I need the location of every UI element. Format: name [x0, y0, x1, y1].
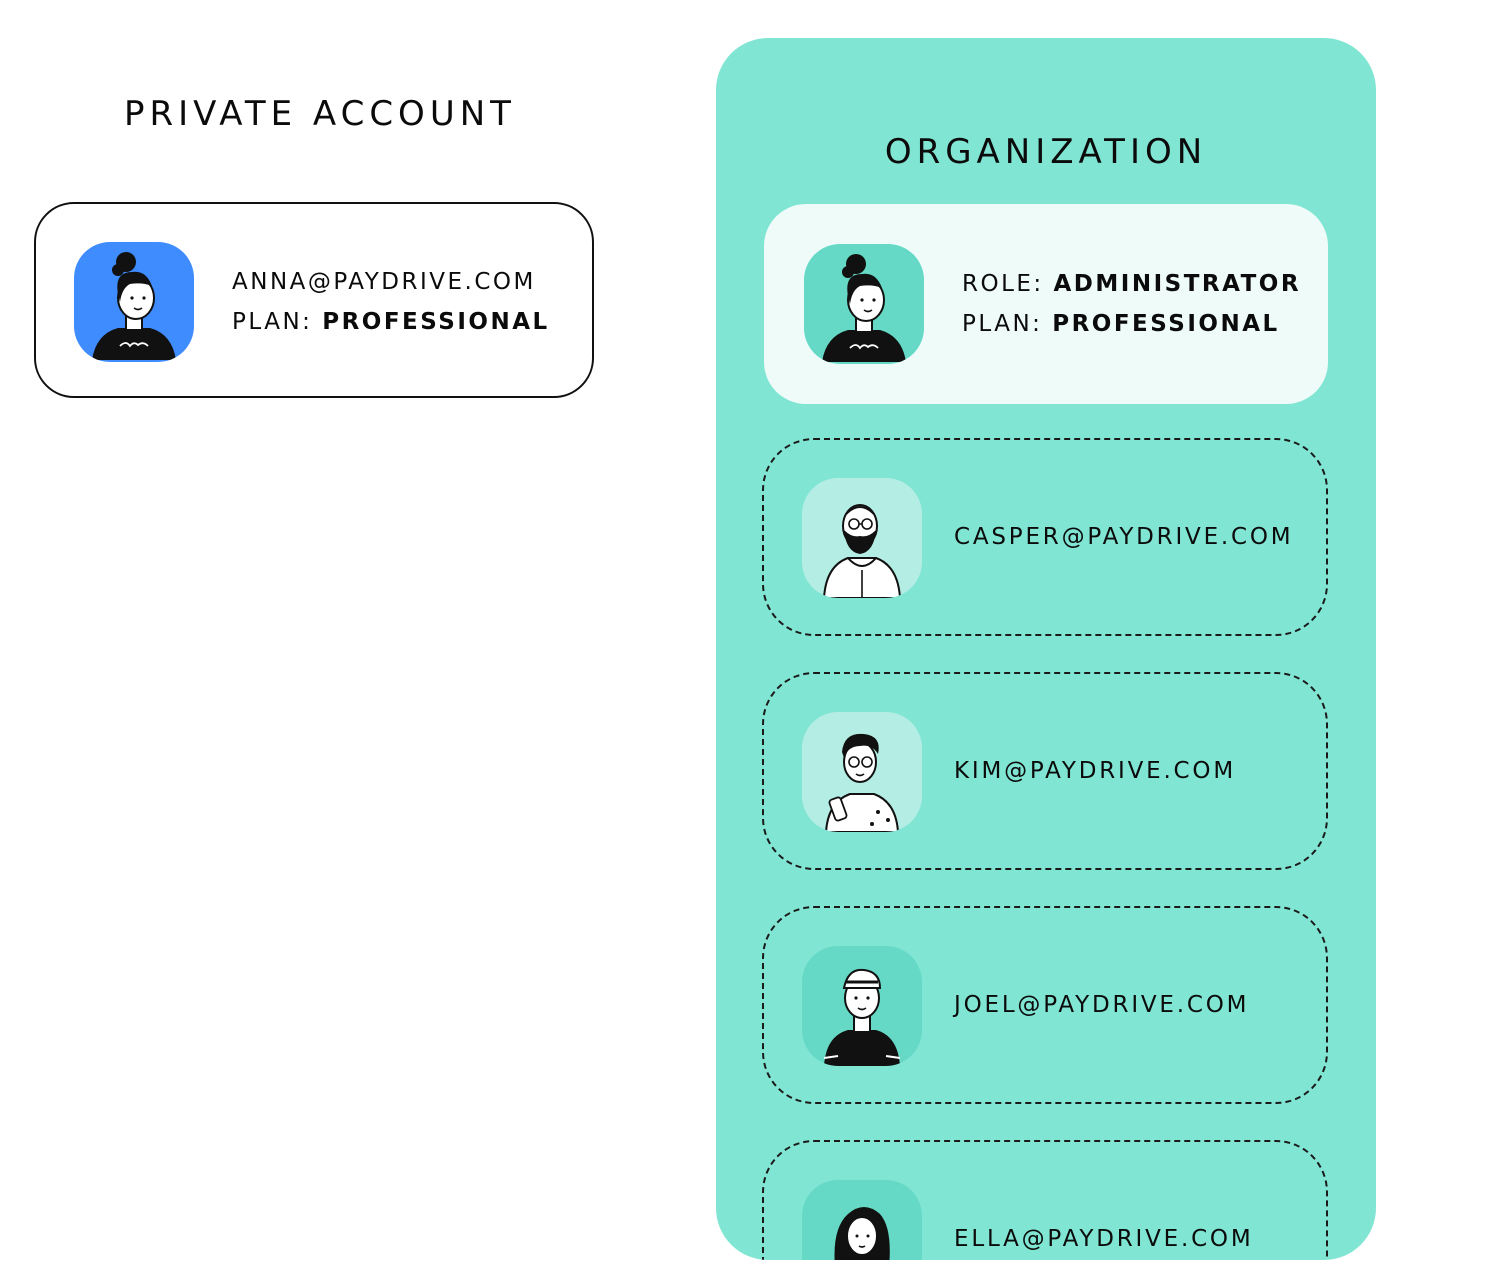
- member-card-kim[interactable]: KIM@PAYDRIVE.COM: [762, 672, 1328, 870]
- plan-label: PLAN:: [232, 309, 313, 335]
- plan-label: PLAN:: [962, 311, 1043, 337]
- bearded-man-avatar-icon: [822, 504, 902, 598]
- organization-panel: ORGANIZATION ROLE: ADMINISTRATOR PLAN: P…: [716, 38, 1376, 1260]
- member-email: CASPER@PAYDRIVE.COM: [954, 524, 1294, 550]
- member-card-ella[interactable]: ELLA@PAYDRIVE.COM: [762, 1140, 1328, 1260]
- woman-long-hair-avatar-icon: [834, 1207, 890, 1260]
- private-account-card[interactable]: ANNA@PAYDRIVE.COM PLAN: PROFESSIONAL: [34, 202, 594, 398]
- private-account-heading: PRIVATE ACCOUNT: [124, 94, 516, 134]
- kim-avatar: [802, 712, 922, 832]
- member-email: KIM@PAYDRIVE.COM: [954, 758, 1236, 784]
- role-label: ROLE:: [962, 271, 1044, 297]
- boy-headband-avatar-icon: [823, 968, 901, 1066]
- admin-role: ROLE: ADMINISTRATOR: [962, 264, 1301, 304]
- member-email: JOEL@PAYDRIVE.COM: [954, 992, 1250, 1018]
- role-value: ADMINISTRATOR: [1053, 271, 1302, 297]
- admin-avatar: [804, 244, 924, 364]
- casper-avatar: [802, 478, 922, 598]
- private-plan: PLAN: PROFESSIONAL: [232, 302, 550, 342]
- ella-avatar: [802, 1180, 922, 1260]
- joel-avatar: [802, 946, 922, 1066]
- member-email: ELLA@PAYDRIVE.COM: [954, 1226, 1254, 1252]
- admin-plan: PLAN: PROFESSIONAL: [962, 304, 1301, 344]
- woman-bun-avatar-icon: [92, 252, 176, 360]
- plan-value: PROFESSIONAL: [1052, 311, 1280, 337]
- organization-heading: ORGANIZATION: [884, 132, 1208, 172]
- anna-avatar: [74, 242, 194, 362]
- member-card-joel[interactable]: JOEL@PAYDRIVE.COM: [762, 906, 1328, 1104]
- plan-value: PROFESSIONAL: [322, 309, 550, 335]
- glasses-person-avatar-icon: [824, 733, 900, 832]
- woman-bun-avatar-icon: [822, 254, 906, 362]
- private-email: ANNA@PAYDRIVE.COM: [232, 269, 536, 295]
- admin-card[interactable]: ROLE: ADMINISTRATOR PLAN: PROFESSIONAL: [764, 204, 1328, 404]
- member-card-casper[interactable]: CASPER@PAYDRIVE.COM: [762, 438, 1328, 636]
